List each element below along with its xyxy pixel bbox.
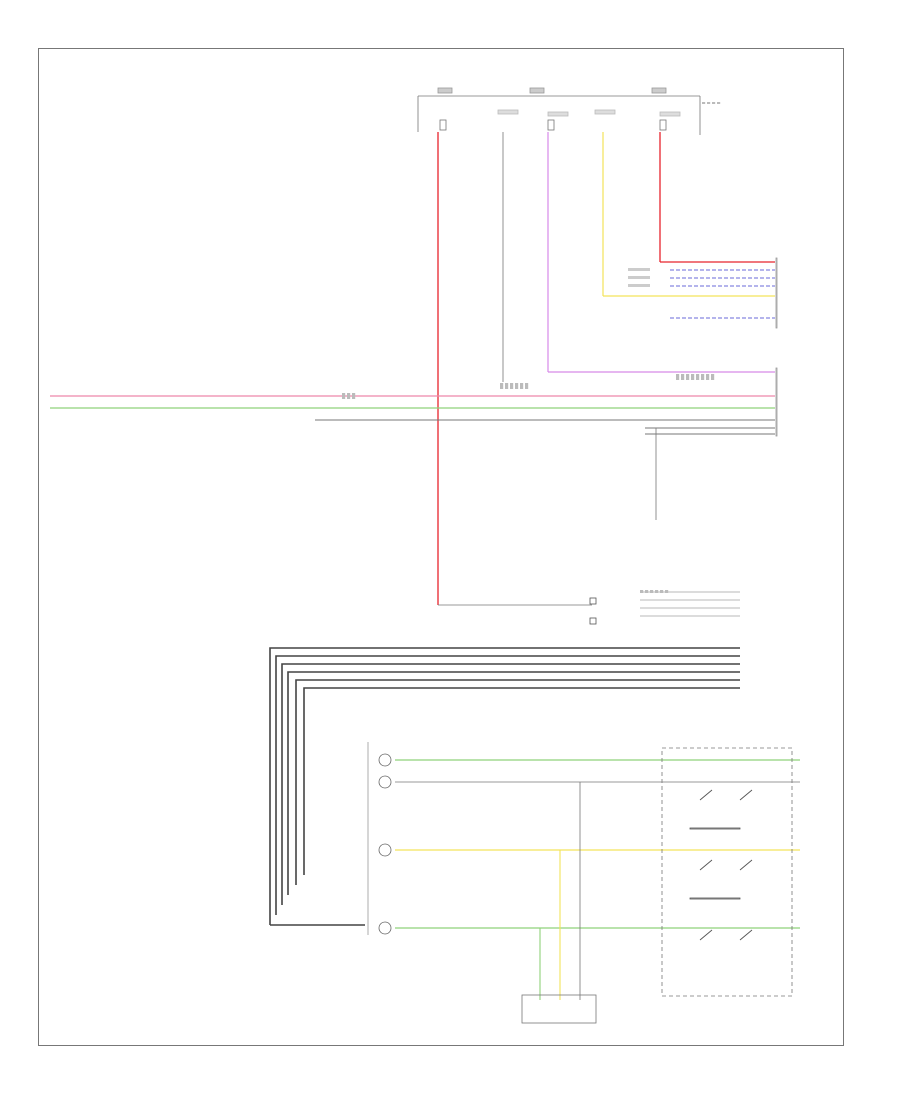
lower-module-labels [655, 590, 659, 593]
module-pin-labels [676, 374, 680, 380]
steering-connector-pin-2 [378, 843, 392, 857]
module-edge-mid [775, 367, 778, 437]
fuse-note-block [700, 100, 725, 136]
module-pin-labels [686, 374, 690, 380]
fuse-note-text [712, 102, 716, 104]
switch-rail-1 [689, 827, 741, 830]
lower-module-labels [660, 590, 664, 593]
splice-labels-b [525, 383, 529, 389]
fuse-panel-header [437, 87, 453, 94]
fuse-note-text [707, 102, 711, 104]
fuse-symbol [547, 119, 555, 131]
clockspring-module [521, 994, 597, 1024]
component-layer [342, 87, 793, 1024]
fuse-panel-header [651, 87, 667, 94]
steering-wheel-switch-box [661, 747, 793, 997]
terminal-label [547, 111, 569, 117]
splice-labels-b [515, 383, 519, 389]
harness-wire-1 [275, 655, 740, 915]
module-pin-labels [691, 374, 695, 380]
splice-labels-b [500, 383, 504, 389]
fuse-symbol [439, 119, 447, 131]
module-pin-labels [681, 374, 685, 380]
lower-module-labels [640, 590, 644, 593]
connector-label-1 [628, 276, 650, 279]
terminal-label [659, 111, 681, 117]
module-pin-labels [706, 374, 710, 380]
motor-symbol-1 [589, 597, 597, 605]
module-edge-top [775, 257, 778, 329]
terminal-label [594, 109, 616, 115]
switch-contact-5 [739, 929, 753, 941]
harness-wire-0 [269, 647, 740, 925]
fuse-panel-header [529, 87, 545, 94]
switch-contact-2 [699, 859, 713, 871]
splice-labels-b [510, 383, 514, 389]
lower-module-labels [650, 590, 654, 593]
switch-rail-2 [689, 897, 741, 900]
terminal-label [497, 109, 519, 115]
module-pin-labels [711, 374, 715, 380]
splice-labels-a [347, 393, 351, 399]
module-pin-labels [701, 374, 705, 380]
steering-connector-pin-1 [378, 775, 392, 789]
steering-connector-pin-0 [378, 753, 392, 767]
splice-labels-b [520, 383, 524, 389]
wire-layer [50, 95, 800, 1000]
switch-contact-4 [699, 929, 713, 941]
module-pin-labels [696, 374, 700, 380]
steering-connector-pin-3 [378, 921, 392, 935]
harness-wire-2 [281, 663, 740, 905]
fuse-symbol [659, 119, 667, 131]
switch-contact-1 [739, 789, 753, 801]
splice-labels-a [352, 393, 356, 399]
fuse-note-text [717, 102, 721, 104]
lower-module-labels [665, 590, 669, 593]
fuse-note-text [702, 102, 706, 104]
lower-module-labels [645, 590, 649, 593]
switch-contact-0 [699, 789, 713, 801]
splice-labels-b [505, 383, 509, 389]
splice-labels-a [342, 393, 346, 399]
connector-label-0 [628, 268, 650, 271]
switch-contact-3 [739, 859, 753, 871]
connector-label-2 [628, 284, 650, 287]
harness-wire-5 [303, 687, 740, 875]
harness-wire-4 [295, 679, 740, 885]
harness-wire-3 [287, 671, 740, 895]
diagram-frame [38, 48, 844, 1046]
motor-symbol-2 [589, 617, 597, 625]
